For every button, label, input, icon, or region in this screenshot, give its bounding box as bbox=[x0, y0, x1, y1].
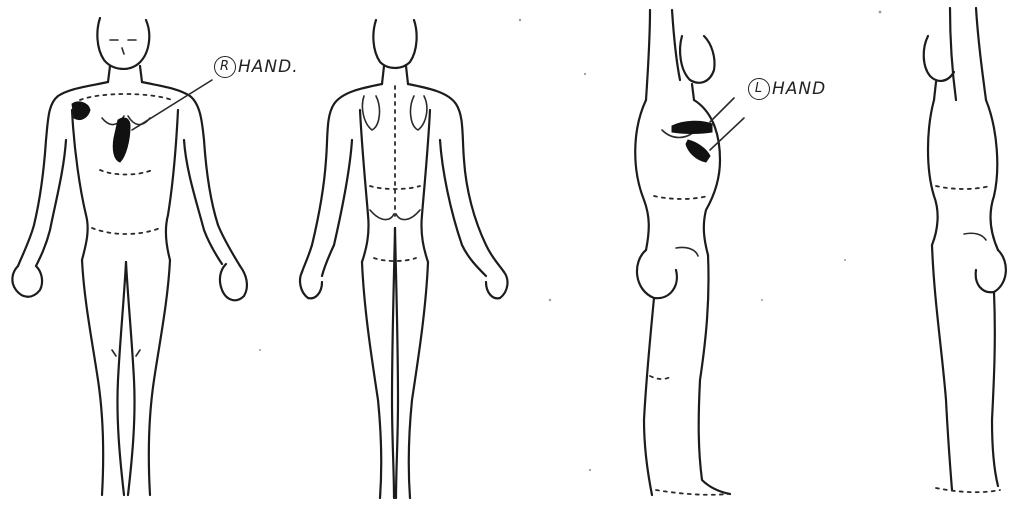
posterior-body-figure bbox=[290, 0, 530, 505]
injury-mark-flank-lower bbox=[686, 140, 710, 162]
right-lateral-body-figure bbox=[610, 0, 840, 505]
annotation-side-circled-letter: L bbox=[748, 78, 770, 100]
annotation-side-text: HAND bbox=[772, 79, 826, 99]
leader-line-side-2 bbox=[710, 118, 744, 150]
left-lateral-body-figure bbox=[900, 0, 1020, 505]
injury-mark-flank-upper bbox=[672, 121, 712, 133]
leader-line-side-1 bbox=[710, 98, 734, 122]
injury-mark-shoulder bbox=[72, 102, 90, 120]
annotation-front-circled-letter: R bbox=[214, 56, 236, 78]
